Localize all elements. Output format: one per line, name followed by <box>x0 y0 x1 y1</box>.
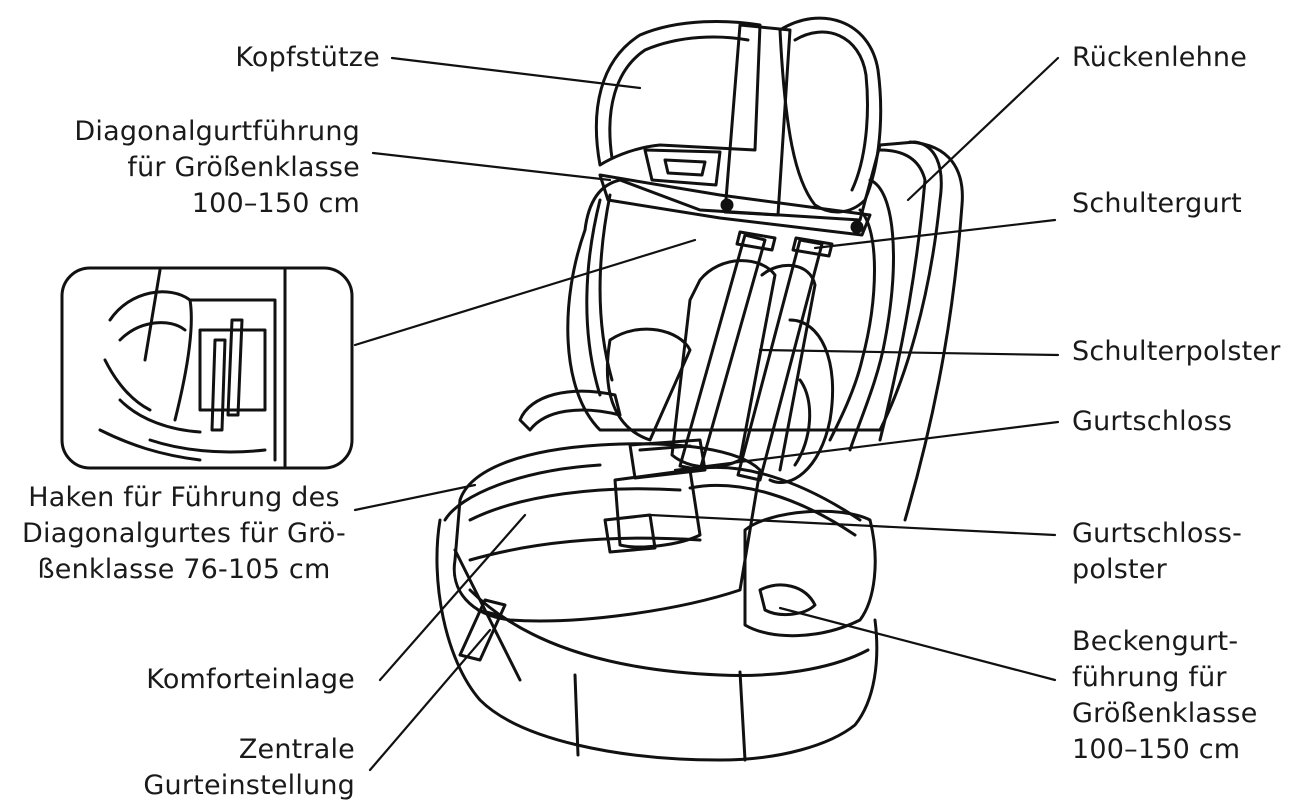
leader-gurtschloss <box>673 420 1060 472</box>
buckle-pad <box>613 468 702 549</box>
label-haken: Haken für Führung des Diagonalgurtes für… <box>22 482 346 585</box>
leader-diagonalgurtfuehrung <box>371 151 612 182</box>
child-car-seat-icon <box>435 16 964 762</box>
label-zentrale: Zentrale Gurteinstellung <box>143 734 355 801</box>
detail-frame <box>60 266 354 470</box>
seat-base <box>435 518 879 762</box>
left-armrest <box>518 389 622 432</box>
buckle <box>628 438 707 480</box>
label-rueckenlehne: Rückenlehne <box>1072 42 1248 73</box>
leader-schultergurt <box>813 218 1057 250</box>
right-armrest <box>743 509 877 638</box>
leader-beckengurt <box>778 606 1057 682</box>
headrest-right-wing <box>778 16 883 214</box>
headrest-center <box>723 23 792 217</box>
leader-zentrale <box>368 628 492 772</box>
leader-rueckenlehne <box>906 56 1060 202</box>
leader-haken-left <box>353 483 477 512</box>
lap-belt <box>688 466 862 522</box>
central-adjust-strap <box>458 598 507 662</box>
label-diagonalgurtfuehrung: Diagonalgurtführung für Größenklasse 100… <box>74 116 360 219</box>
leader-haken <box>353 238 697 347</box>
shoulder-pad <box>670 259 777 469</box>
belt-hook-detail-icon <box>60 266 354 470</box>
backrest-side-panel <box>878 140 964 522</box>
leader-lines <box>353 56 1060 772</box>
leader-schulterpolster <box>758 348 1060 357</box>
headrest-left-wing <box>594 19 762 167</box>
label-beckengurt: Beckengurt- führung für Größenklasse 100… <box>1072 626 1258 765</box>
shoulder-strap-left <box>678 233 767 472</box>
label-komforteinlage: Komforteinlage <box>146 664 355 695</box>
label-gurtschloss: Gurtschloss <box>1072 406 1233 437</box>
leader-gurtschlosspolster <box>648 513 1057 537</box>
backrest-shell <box>566 140 943 432</box>
label-schulterpolster: Schulterpolster <box>1072 336 1281 367</box>
label-gurtschlosspolster: Gurtschloss- polster <box>1072 518 1243 585</box>
label-schultergurt: Schultergurt <box>1072 188 1242 219</box>
shoulder-strap-right <box>736 238 824 482</box>
leader-komforteinlage <box>378 513 527 682</box>
label-kopfstuetze: Kopfstütze <box>235 42 380 73</box>
leader-kopfstuetze <box>390 56 642 90</box>
